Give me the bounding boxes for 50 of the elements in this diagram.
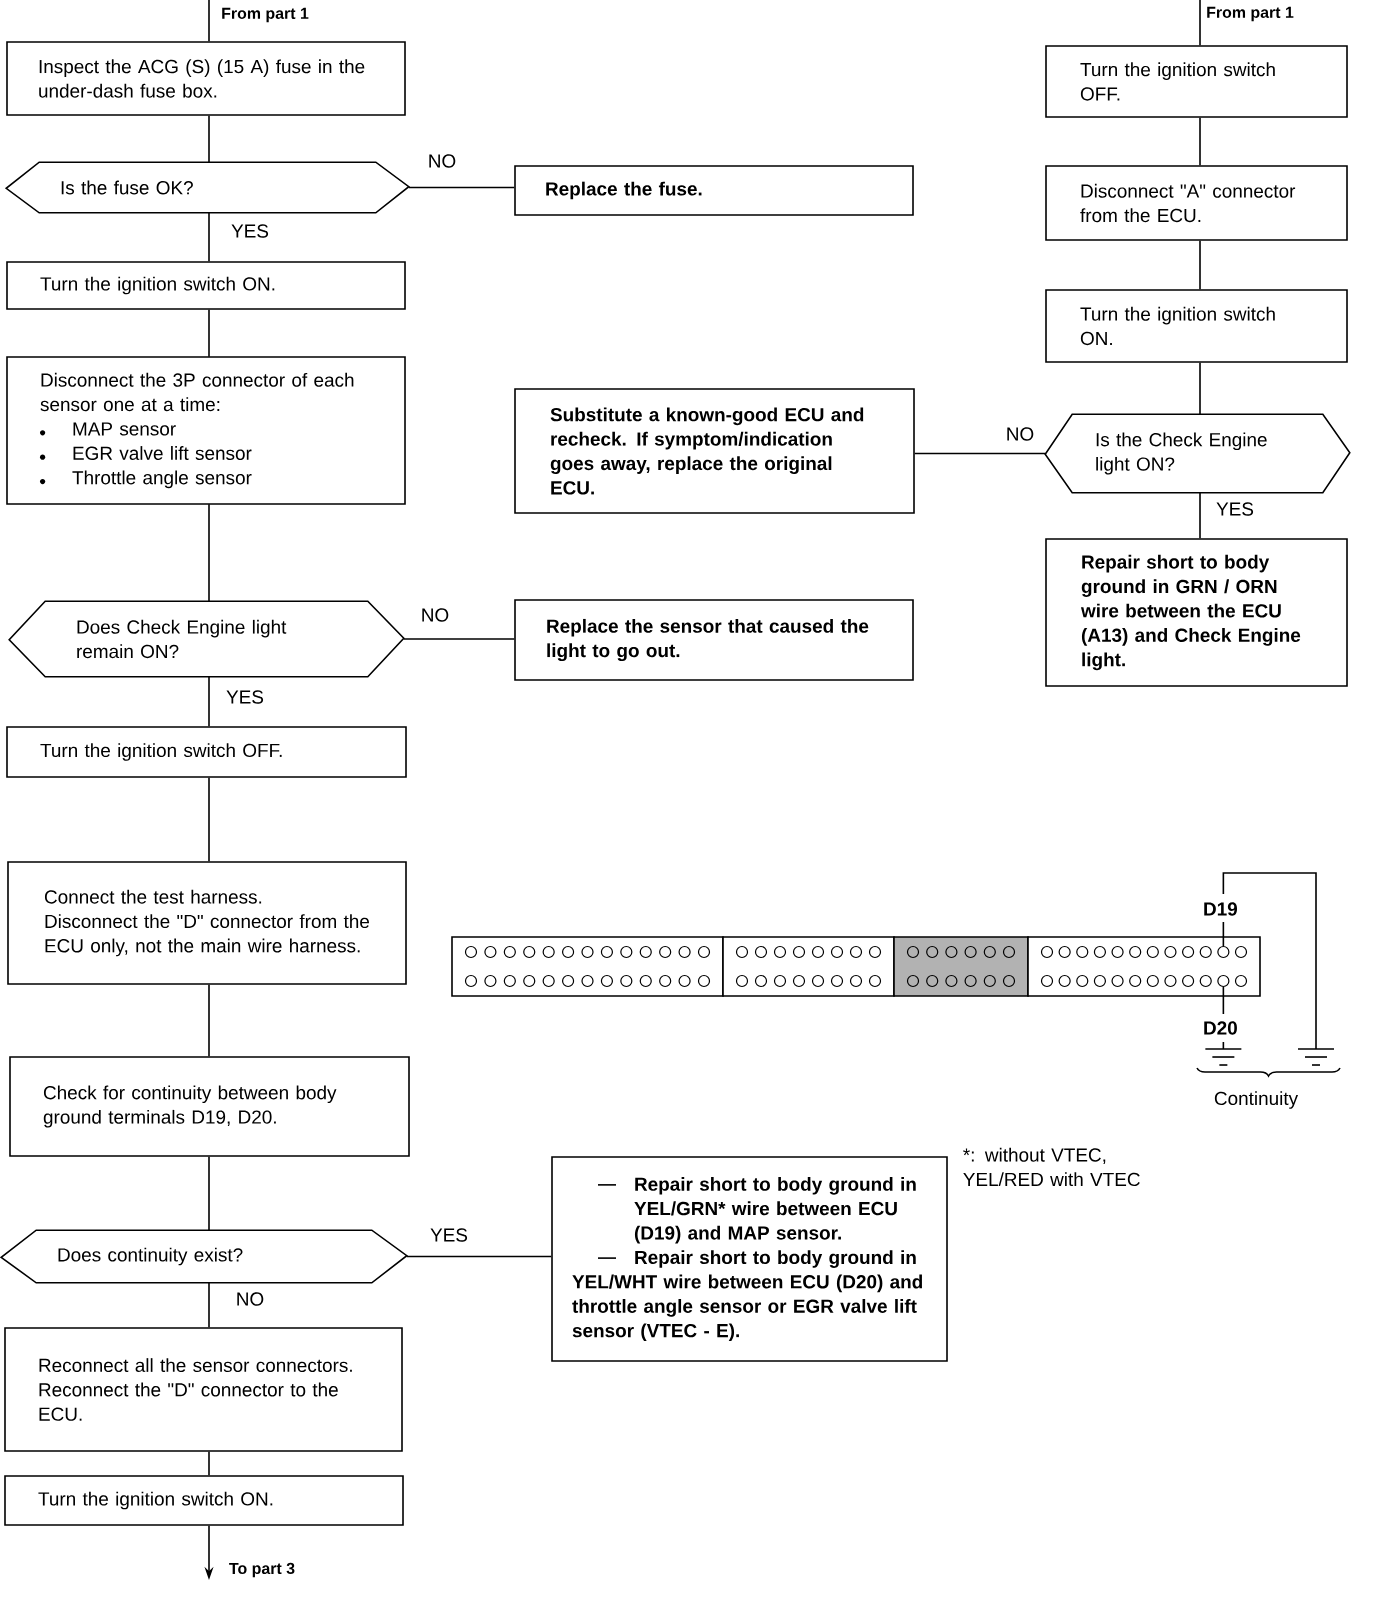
connector-line xyxy=(1199,362,1201,415)
process-box: Turn the ignition switch OFF. xyxy=(1045,45,1348,118)
process-box: Connect the test harness. Disconnect the "D" connector from the ECU only, not the main wire harness. xyxy=(7,861,407,985)
edge-label: From part 1 xyxy=(1207,6,1294,22)
connector-line xyxy=(208,1282,210,1328)
edge-label: YES xyxy=(226,690,264,704)
process-box: Turn the ignition switch ON. xyxy=(6,261,406,310)
process-box: Check for continuity between body ground terminals D19, D20. xyxy=(9,1056,410,1157)
connector-line xyxy=(208,212,210,262)
process-box: Repair short to body ground in GRN / ORN wire between the ECU (A13) and Check Engine light. xyxy=(1045,538,1348,687)
connector-line xyxy=(1199,0,1201,46)
connector-line xyxy=(208,984,210,1057)
edge-label: YES xyxy=(231,224,269,238)
process-box: Disconnect the 3P connector of each sensor one at a time: MAP sensor EGR valve lift sensor Throttle angle sensor xyxy=(6,356,406,505)
process-box: Replace the sensor that caused the light to go out. xyxy=(514,599,914,681)
decision-hexagon: Does continuity exist? xyxy=(0,1229,409,1284)
edge-label: From part 1 xyxy=(222,7,309,23)
decision-hexagon: Does Check Engine light remain ON? xyxy=(8,600,405,678)
decision-hexagon: Is the Check Engine light ON? xyxy=(1044,413,1351,494)
caption: Continuity xyxy=(1214,1091,1299,1109)
edge-label: NO xyxy=(237,1292,264,1306)
connector-line xyxy=(208,1451,210,1476)
connector-line xyxy=(208,309,210,358)
connector-line xyxy=(208,115,210,163)
connector-line xyxy=(208,777,210,862)
process-box: Substitute a known-good ECU and recheck. If symptom/indication goes away, replace the original ECU. xyxy=(514,388,915,514)
process-box: Turn the ignition switch ON. xyxy=(4,1475,404,1526)
edge-label: NO xyxy=(422,608,449,622)
edge-label: YES xyxy=(430,1228,468,1242)
edge-label: NO xyxy=(429,154,456,168)
connector-line xyxy=(208,503,210,602)
connector-line xyxy=(1199,492,1201,539)
edge-label: NO xyxy=(1007,427,1034,441)
process-box: Turn the ignition switch ON. xyxy=(1045,289,1348,363)
edge-label: To part 3 xyxy=(229,1562,295,1578)
process-box: Turn the ignition switch OFF. xyxy=(6,726,407,778)
footnote: *: without VTEC, YEL/RED with VTEC xyxy=(963,1147,1140,1187)
connector-line xyxy=(1199,240,1201,290)
connector-line xyxy=(208,0,210,42)
process-box: Disconnect "A" connector from the ECU. xyxy=(1045,165,1348,241)
process-box: Replace the fuse. xyxy=(514,165,914,216)
edge-label: YES xyxy=(1216,502,1254,516)
pin-label: D20 xyxy=(1204,1021,1237,1035)
connector-line xyxy=(208,1156,210,1231)
connector-line xyxy=(208,676,210,727)
process-box: Repair short to body ground in YEL/GRN* wire between ECU (D19) and MAP sensor. Repair short to body ground in YEL/WHT wire between ECU (D20) and throttle angle sensor or EGR valve lift sensor (VTEC - E). xyxy=(551,1156,948,1362)
process-box: Inspect the ACG (S) (15 A) fuse in the under-dash fuse box. xyxy=(6,41,406,116)
pin-label: D19 xyxy=(1204,902,1237,916)
connector-line xyxy=(1199,117,1201,166)
process-box: Reconnect all the sensor connectors. Reconnect the "D" connector to the ECU. xyxy=(4,1327,403,1452)
